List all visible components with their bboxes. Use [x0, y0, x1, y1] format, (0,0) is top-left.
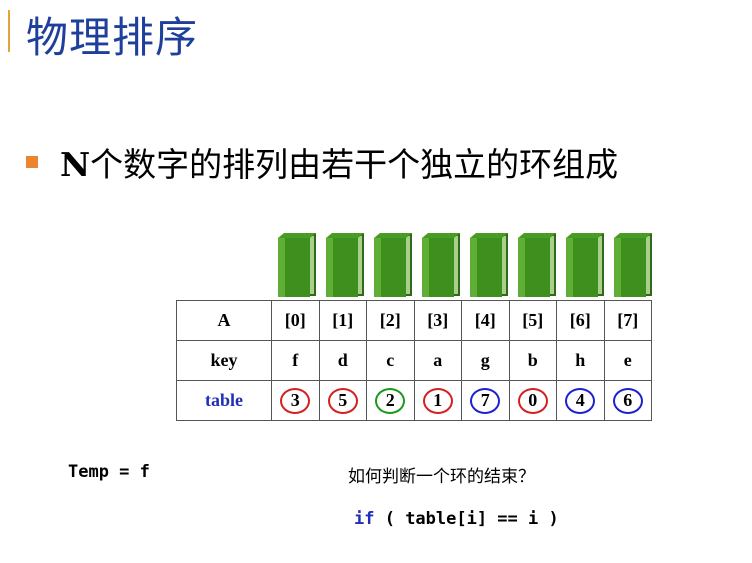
index-cell: [3] — [413, 300, 462, 341]
table-cell: 6 — [603, 380, 652, 421]
code-keyword: if — [354, 509, 375, 529]
bullet-text: N个数字的排列由若干个独立的环组成 — [60, 138, 618, 186]
table-cell: 2 — [366, 380, 415, 421]
ring-value: 4 — [565, 387, 596, 414]
bullet-lead: N — [60, 145, 91, 184]
slide-title: 物理排序 — [26, 13, 199, 62]
bullet-point: N个数字的排列由若干个独立的环组成 — [26, 142, 618, 184]
key-cell: g — [461, 340, 510, 381]
key-cell: b — [508, 340, 557, 381]
book-icon — [470, 233, 508, 297]
permutation-table: A [0] [1] [2] [3] [4] [5] [6] [7] key f … — [176, 300, 652, 421]
header-label: A — [176, 300, 272, 341]
ring-value: 2 — [375, 387, 406, 414]
index-cell: [2] — [366, 300, 415, 341]
key-cell: h — [556, 340, 605, 381]
book-icon — [566, 233, 604, 297]
table-cell: 3 — [271, 380, 320, 421]
key-label: key — [176, 340, 272, 381]
book-icon — [422, 233, 460, 297]
index-cell: [0] — [271, 300, 320, 341]
ring-value: 3 — [280, 387, 311, 414]
temp-assignment: Temp = f — [68, 462, 150, 482]
key-cell: f — [271, 340, 320, 381]
index-cell: [1] — [318, 300, 367, 341]
key-cell: a — [413, 340, 462, 381]
question-text: 如何判断一个环的结束？ — [348, 467, 535, 487]
key-cell: d — [318, 340, 367, 381]
bullet-rest: 个数字的排列由若干个独立的环组成 — [90, 145, 619, 184]
table-cell: 5 — [318, 380, 367, 421]
table-label: table — [176, 380, 272, 421]
index-cell: [5] — [508, 300, 557, 341]
book-icon — [374, 233, 412, 297]
ring-value: 0 — [517, 387, 548, 414]
book-icon — [278, 233, 316, 297]
ring-value: 7 — [470, 387, 501, 414]
index-cell: [4] — [461, 300, 510, 341]
table-cell: 4 — [556, 380, 605, 421]
index-cell: [6] — [556, 300, 605, 341]
table-cell: 0 — [508, 380, 557, 421]
table-row: table 3 5 2 1 7 0 4 6 — [176, 380, 652, 421]
title-accent-bar — [8, 10, 10, 52]
key-row: key f d c a g b h e — [176, 340, 652, 381]
index-cell: [7] — [603, 300, 652, 341]
key-cell: c — [366, 340, 415, 381]
ring-value: 1 — [422, 387, 453, 414]
code-line: if ( table[i] == i ) — [354, 509, 559, 529]
ring-value: 5 — [327, 387, 358, 414]
table-cell: 7 — [461, 380, 510, 421]
index-row: A [0] [1] [2] [3] [4] [5] [6] [7] — [176, 300, 652, 341]
key-cell: e — [603, 340, 652, 381]
book-icon — [518, 233, 556, 297]
book-icon — [614, 233, 652, 297]
code-condition: ( table[i] == i ) — [374, 509, 559, 529]
bullet-square-icon — [26, 156, 38, 168]
ring-value: 6 — [612, 387, 643, 414]
book-icon — [326, 233, 364, 297]
table-cell: 1 — [413, 380, 462, 421]
